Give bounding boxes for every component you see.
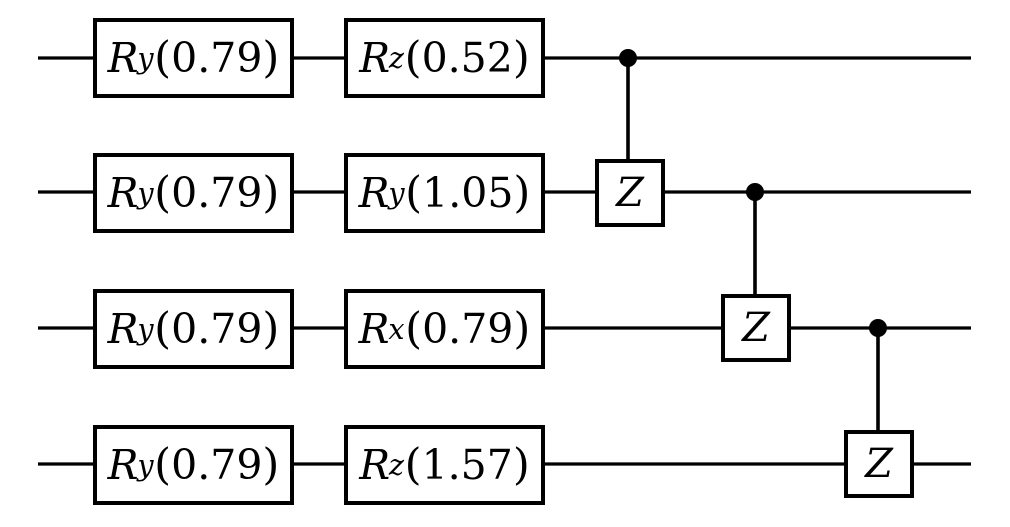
gate-box-q2-c0[interactable] bbox=[93, 289, 294, 369]
cz-target-box-0[interactable] bbox=[595, 159, 665, 227]
gate-box-q0-c1[interactable] bbox=[344, 18, 545, 98]
control-dot-cz-0[interactable] bbox=[619, 49, 637, 67]
rotation-gate-boxes-column-1 bbox=[344, 18, 545, 505]
control-dot-cz-2[interactable] bbox=[869, 319, 887, 337]
gate-box-q0-c0[interactable] bbox=[93, 18, 294, 98]
gate-box-q2-c1[interactable] bbox=[344, 289, 545, 369]
cz-target-boxes bbox=[595, 159, 914, 498]
qubit-wires bbox=[38, 56, 971, 466]
cz-target-box-2[interactable] bbox=[844, 430, 914, 498]
gate-box-q1-c1[interactable] bbox=[344, 153, 545, 233]
control-links bbox=[626, 58, 880, 438]
gate-box-q1-c0[interactable] bbox=[93, 153, 294, 233]
gate-box-q3-c0[interactable] bbox=[93, 425, 294, 505]
cz-target-box-1[interactable] bbox=[721, 294, 791, 362]
gate-box-q3-c1[interactable] bbox=[344, 425, 545, 505]
control-dots bbox=[619, 49, 887, 337]
control-dot-cz-1[interactable] bbox=[746, 183, 764, 201]
rotation-gate-boxes-column-0 bbox=[93, 18, 294, 505]
